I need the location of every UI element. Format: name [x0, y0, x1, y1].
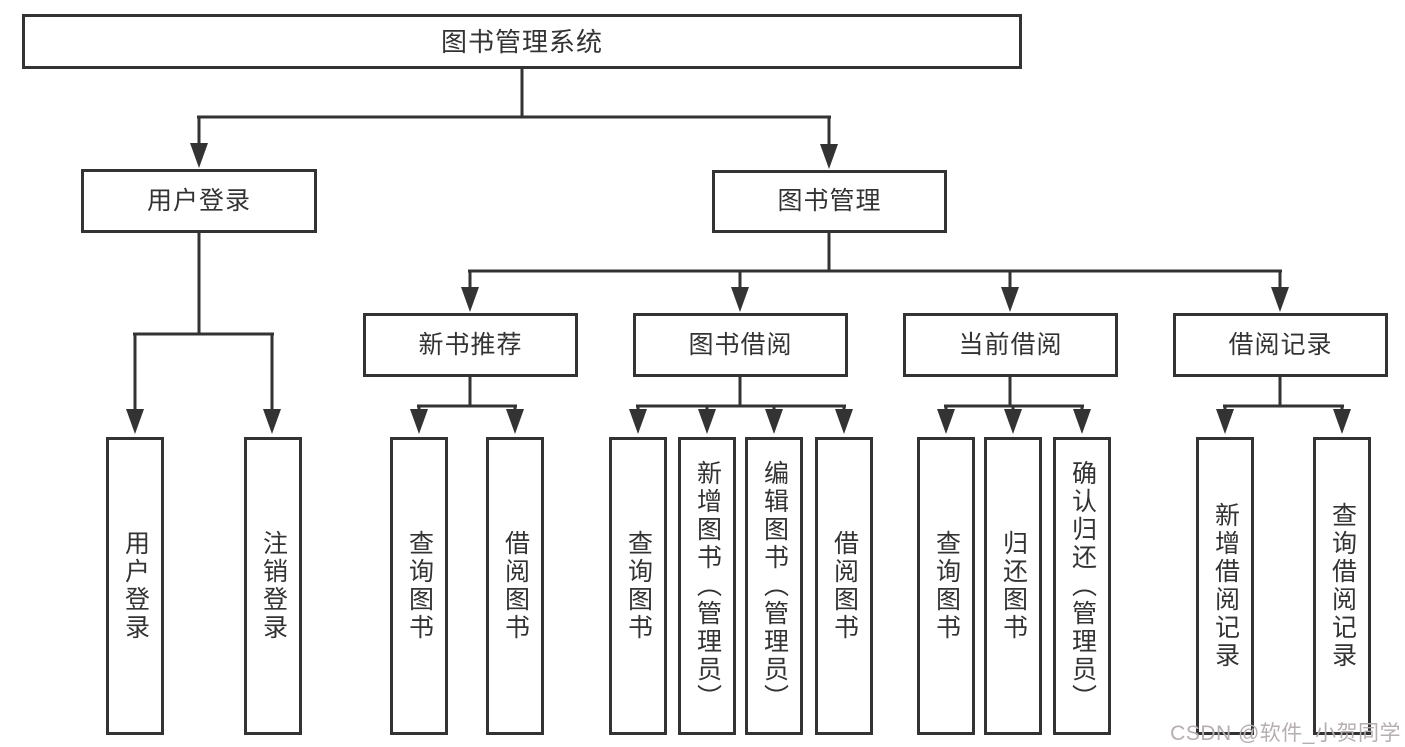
leaf-edit-books-admin: 编辑图书（管理员）: [745, 437, 803, 735]
leaf-user-login: 用户登录: [106, 437, 164, 735]
leaf-label: 确认归还（管理员）: [1068, 460, 1097, 712]
leaf-add-books-admin: 新增图书（管理员）: [678, 437, 736, 735]
node-current-borrowing: 当前借阅: [903, 313, 1118, 377]
leaf-logout: 注销登录: [244, 437, 302, 735]
leaf-return-books: 归还图书: [984, 437, 1042, 735]
leaf-label: 新增借阅记录: [1211, 502, 1240, 670]
connector-bookborrow-to-leaves: [636, 377, 846, 410]
leaf-label: 用户登录: [121, 530, 150, 642]
node-label: 借阅记录: [1228, 330, 1333, 359]
connector-bookmgmt-to-level2: [468, 233, 1282, 290]
leaf-label: 查询图书: [932, 530, 961, 642]
node-label: 图书管理系统: [440, 26, 603, 57]
leaf-label: 注销登录: [259, 530, 288, 642]
leaf-confirm-return-admin: 确认归还（管理员）: [1053, 437, 1111, 735]
leaf-label: 借阅图书: [830, 530, 859, 642]
connector-currentborrow-to-leaves: [944, 377, 1084, 410]
leaf-label: 归还图书: [999, 530, 1028, 642]
leaf-label: 查询借阅记录: [1328, 502, 1357, 670]
node-label: 新书推荐: [418, 330, 523, 359]
leaf-query-books-current: 查询图书: [917, 437, 975, 735]
leaf-label: 编辑图书（管理员）: [760, 460, 789, 712]
node-label: 图书管理: [777, 187, 882, 215]
leaf-borrow-books: 借阅图书: [815, 437, 873, 735]
leaf-label: 查询图书: [405, 530, 434, 642]
connector-newbook-to-leaves: [417, 377, 517, 410]
node-new-book-recommendation: 新书推荐: [363, 313, 578, 377]
node-library-management-system: 图书管理系统: [22, 14, 1022, 69]
node-label: 当前借阅: [958, 330, 1063, 359]
connector-records-to-leaves: [1223, 377, 1344, 410]
leaf-query-books-recommend: 查询图书: [390, 437, 448, 735]
connector-root-to-level1: [197, 69, 831, 145]
leaf-borrow-books-recommend: 借阅图书: [486, 437, 544, 735]
leaf-label: 新增图书（管理员）: [693, 460, 722, 712]
node-label: 用户登录: [146, 186, 251, 215]
node-user-login: 用户登录: [81, 169, 317, 233]
connector-userlogin-to-leaves: [133, 233, 274, 410]
leaf-label: 查询图书: [624, 530, 653, 642]
leaf-query-borrow-record: 查询借阅记录: [1313, 437, 1371, 735]
node-borrowing-records: 借阅记录: [1173, 313, 1388, 377]
node-label: 图书借阅: [688, 330, 793, 359]
leaf-label: 借阅图书: [501, 530, 530, 642]
node-book-borrowing: 图书借阅: [633, 313, 848, 377]
node-book-management: 图书管理: [712, 170, 947, 233]
leaf-query-books-borrow: 查询图书: [609, 437, 667, 735]
leaf-add-borrow-record: 新增借阅记录: [1196, 437, 1254, 735]
watermark-text: CSDN @软件_小贺同学: [1170, 722, 1401, 745]
